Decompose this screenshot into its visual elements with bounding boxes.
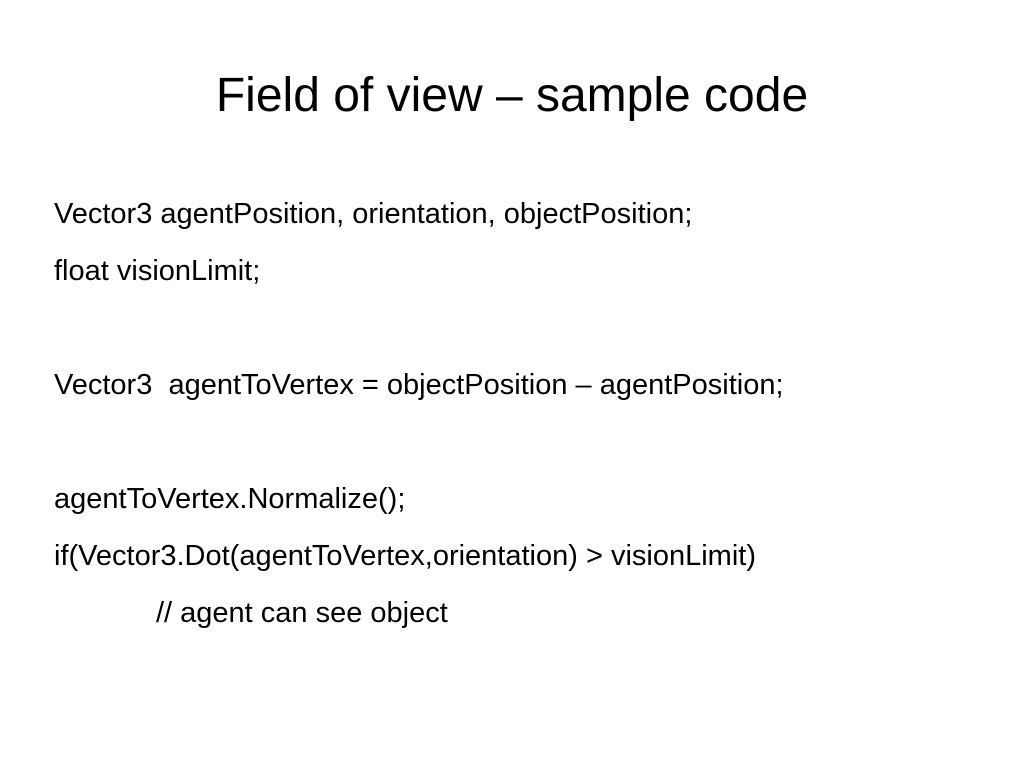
code-line-declare-vectors: Vector3 agentPosition, orientation, obje… (54, 198, 693, 230)
code-line-comment: // agent can see object (156, 597, 448, 629)
code-line-agent-to-vertex: Vector3 agentToVertex = objectPosition –… (54, 369, 784, 401)
slide-body: Vector3 agentPosition, orientation, obje… (54, 186, 1004, 642)
code-line-declare-float: float visionLimit; (54, 255, 261, 287)
code-line-normalize: agentToVertex.Normalize(); (54, 483, 406, 515)
code-line-if-dot: if(Vector3.Dot(agentToVertex,orientation… (54, 540, 756, 572)
slide-title: Field of view – sample code (215, 69, 809, 122)
blank-line (54, 300, 1004, 357)
blank-line (54, 414, 1004, 471)
